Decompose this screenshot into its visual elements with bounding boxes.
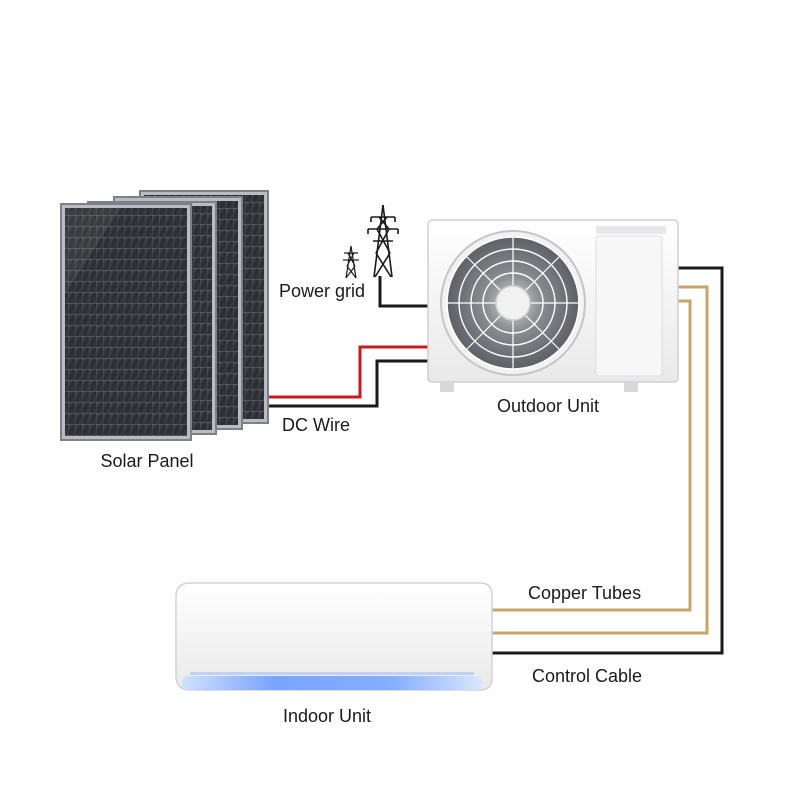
indoor-unit-label: Indoor Unit	[283, 706, 371, 726]
control-cable-label: Control Cable	[532, 666, 642, 686]
control-cable-line	[490, 266, 724, 655]
dc-wire-label: DC Wire	[282, 415, 350, 435]
dc-negative-wire	[266, 359, 430, 408]
outdoor-unit-label: Outdoor Unit	[497, 396, 599, 416]
copper-tube-1	[490, 299, 692, 612]
indoor-ac-unit-icon	[175, 582, 493, 691]
dc-positive-wire	[266, 345, 430, 399]
grid-wire	[378, 276, 430, 308]
solar-panel-icon	[60, 190, 269, 441]
transmission-tower-icon	[343, 204, 399, 279]
solar-panel-label: Solar Panel	[100, 451, 193, 471]
copper-tube-2	[490, 285, 709, 635]
outdoor-ac-unit-icon	[427, 219, 679, 392]
copper-tubes-label: Copper Tubes	[528, 583, 641, 603]
power-grid-label: Power grid	[279, 281, 365, 301]
wires	[266, 266, 724, 655]
